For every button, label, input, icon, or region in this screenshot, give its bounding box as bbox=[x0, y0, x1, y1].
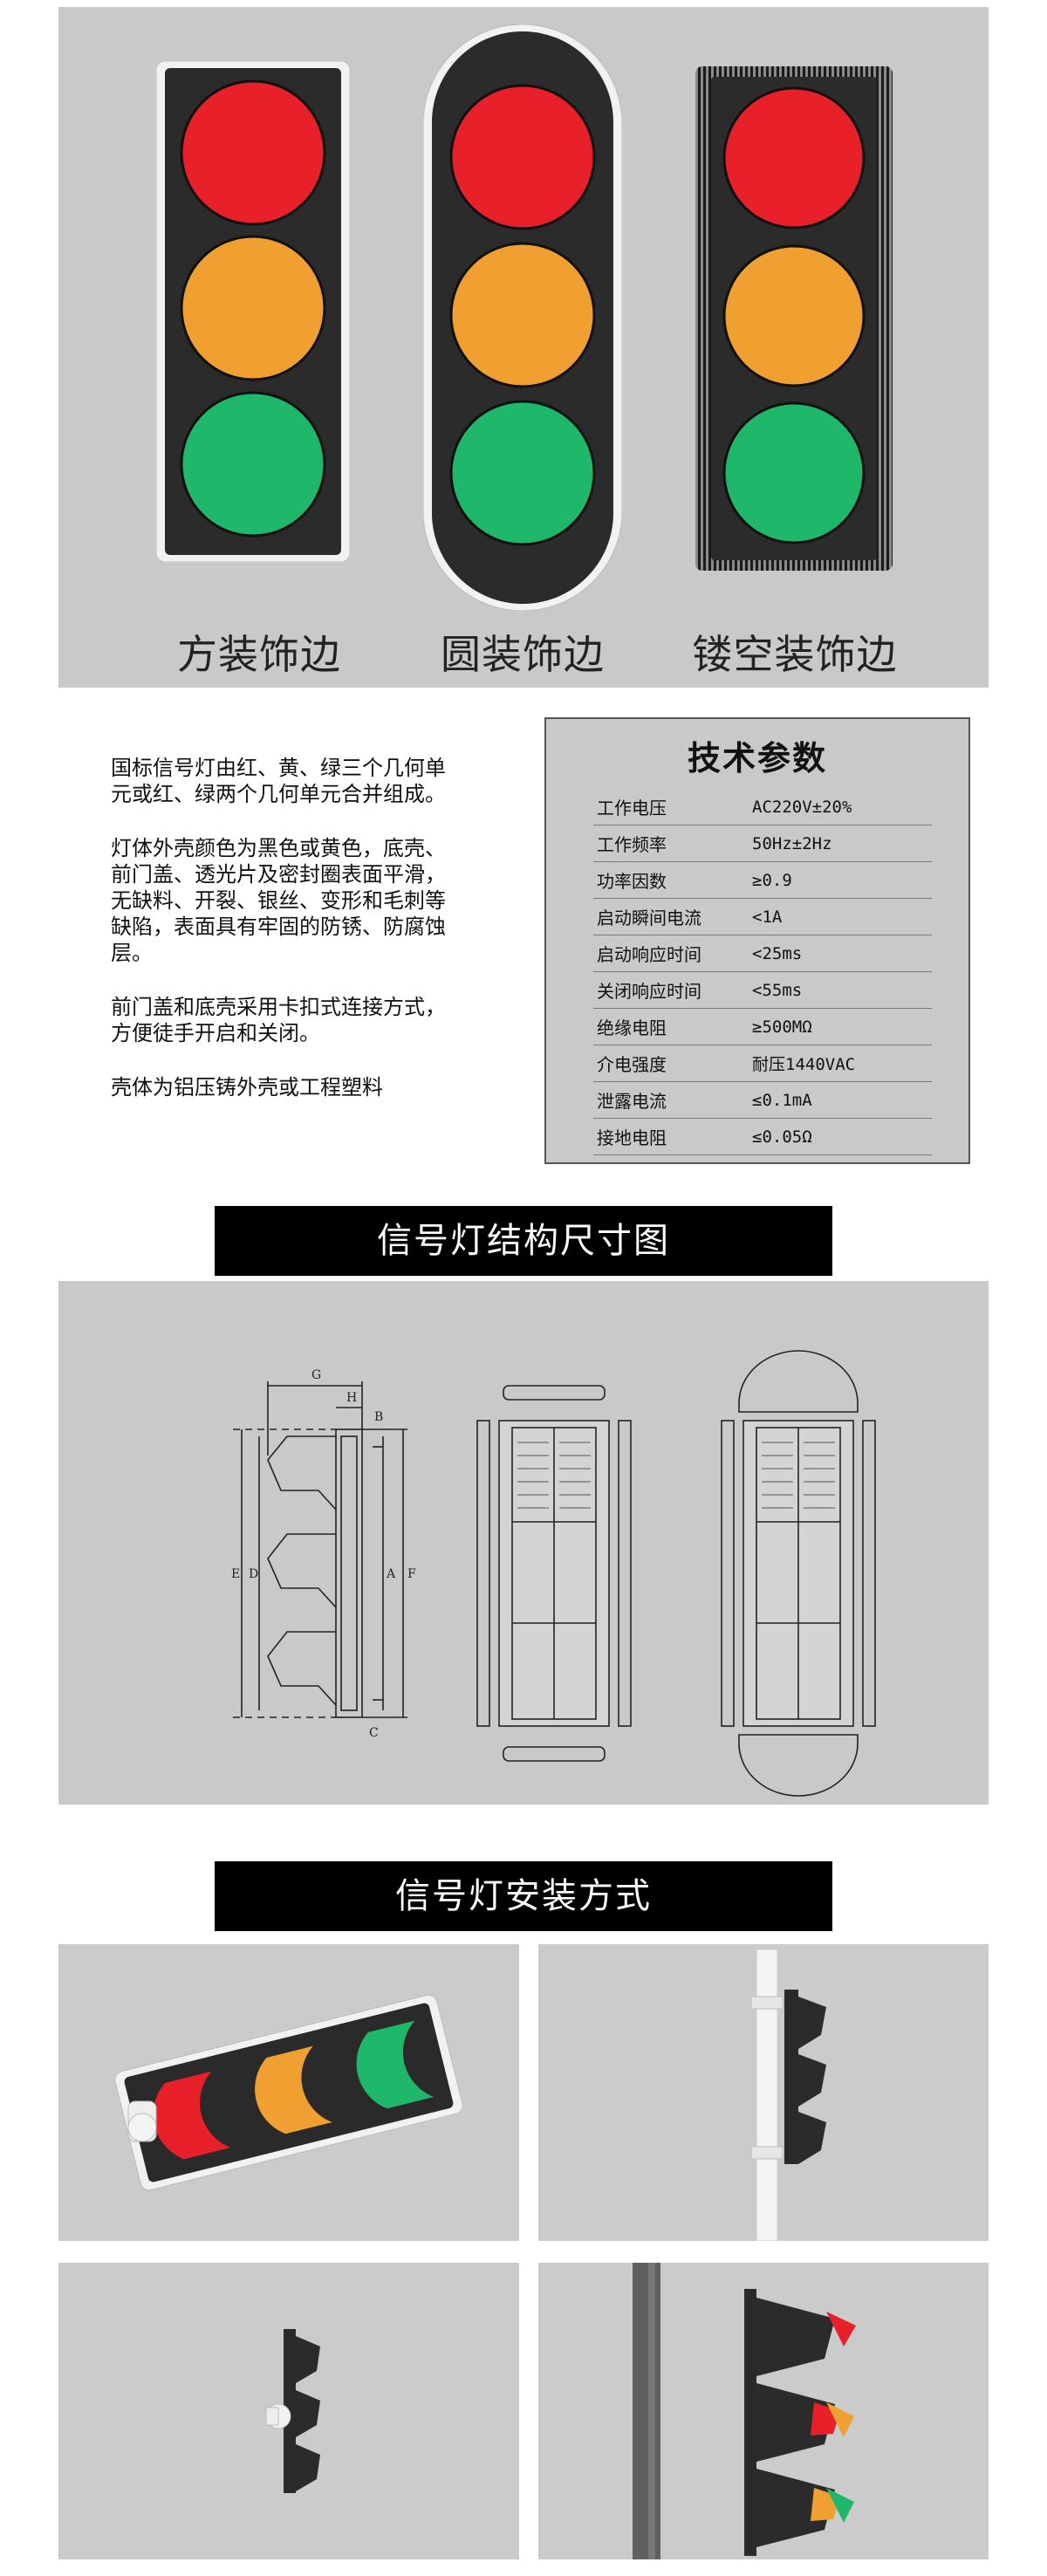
description-paragraph: 灯体外壳颜色为黑色或黄色，底壳、前门盖、透光片及密封圈表面平滑，无缺料、开裂、银… bbox=[111, 836, 446, 965]
install-photo-single-arm bbox=[58, 2263, 519, 2559]
dim-label-b: B bbox=[374, 1410, 383, 1424]
dim-label-a: A bbox=[386, 1567, 396, 1581]
tech-params-title: 技术参数 bbox=[687, 739, 827, 778]
round-trim-signal-light bbox=[423, 24, 622, 611]
description-paragraph: 国标信号灯由红、黄、绿三个几何单元或红、绿两个几何单元合并组成。 bbox=[111, 756, 446, 806]
table-row: 关闭响应时间<55ms bbox=[593, 971, 932, 1009]
trim-label-square: 方装饰边 bbox=[177, 631, 341, 678]
param-value: <1A bbox=[752, 898, 932, 935]
dimension-drawing-panel: G H B E D A F C bbox=[58, 1281, 989, 1805]
dim-label-h: H bbox=[346, 1391, 357, 1405]
param-value: ≤0.05Ω bbox=[752, 1118, 932, 1155]
table-row: 介电强度耐压1440VAC bbox=[593, 1045, 932, 1082]
param-value: 耐压1440VAC bbox=[752, 1045, 932, 1082]
param-key: 启动瞬间电流 bbox=[593, 898, 752, 935]
dimension-drawing: G H B E D A F C bbox=[231, 1350, 876, 1797]
param-key: 绝缘电阻 bbox=[593, 1008, 752, 1045]
param-value: 50Hz±2Hz bbox=[752, 825, 932, 862]
hollow-trim-signal-light bbox=[695, 66, 893, 571]
trim-styles-panel: 方装饰边 圆装饰边 镂空装饰边 bbox=[58, 7, 989, 688]
param-value: ≥500MΩ bbox=[752, 1008, 932, 1045]
table-row: 启动响应时间<25ms bbox=[593, 935, 932, 972]
param-value: ≤0.1mA bbox=[752, 1081, 932, 1119]
param-key: 功率因数 bbox=[593, 861, 752, 899]
dim-label-d: D bbox=[249, 1567, 258, 1581]
table-row: 功率因数≥0.9 bbox=[593, 861, 932, 899]
dim-label-f: F bbox=[407, 1567, 416, 1581]
dim-label-e: E bbox=[231, 1567, 240, 1581]
param-value: AC220V±20% bbox=[752, 789, 932, 826]
param-key: 启动响应时间 bbox=[593, 935, 752, 972]
trim-label-hollow: 镂空装饰边 bbox=[692, 631, 898, 678]
table-row: 接地电阻≤0.05Ω bbox=[593, 1118, 932, 1155]
param-key: 工作电压 bbox=[593, 789, 752, 826]
dim-label-g: G bbox=[311, 1368, 321, 1382]
param-key: 接地电阻 bbox=[593, 1118, 752, 1155]
product-description: 国标信号灯由红、黄、绿三个几何单元或红、绿两个几何单元合并组成。 灯体外壳颜色为… bbox=[111, 755, 460, 1128]
trim-label-round: 圆装饰边 bbox=[441, 631, 605, 678]
param-key: 泄露电流 bbox=[593, 1081, 752, 1119]
install-photo-column-mount bbox=[538, 2263, 989, 2559]
install-photo-horizontal bbox=[58, 1944, 519, 2241]
install-section-title: 信号灯安装方式 bbox=[215, 1861, 832, 1931]
square-trim-signal-light bbox=[156, 61, 350, 562]
param-value: <55ms bbox=[752, 971, 932, 1009]
table-row: 泄露电流≤0.1mA bbox=[593, 1081, 932, 1119]
description-paragraph: 壳体为铝压铸外壳或工程塑料 bbox=[111, 1075, 383, 1100]
param-key: 关闭响应时间 bbox=[593, 971, 752, 1009]
table-row: 启动瞬间电流<1A bbox=[593, 898, 932, 935]
param-value: ≥0.9 bbox=[752, 861, 932, 899]
param-key: 工作频率 bbox=[593, 825, 752, 862]
table-row: 绝缘电阻≥500MΩ bbox=[593, 1008, 932, 1045]
description-paragraph: 前门盖和底壳采用卡扣式连接方式，方便徒手开启和关闭。 bbox=[111, 995, 446, 1045]
param-key: 介电强度 bbox=[593, 1045, 752, 1082]
structure-section-title: 信号灯结构尺寸图 bbox=[215, 1206, 832, 1276]
install-photo-pole-mount bbox=[538, 1944, 989, 2242]
dim-label-c: C bbox=[369, 1726, 379, 1740]
param-value: <25ms bbox=[752, 935, 932, 972]
